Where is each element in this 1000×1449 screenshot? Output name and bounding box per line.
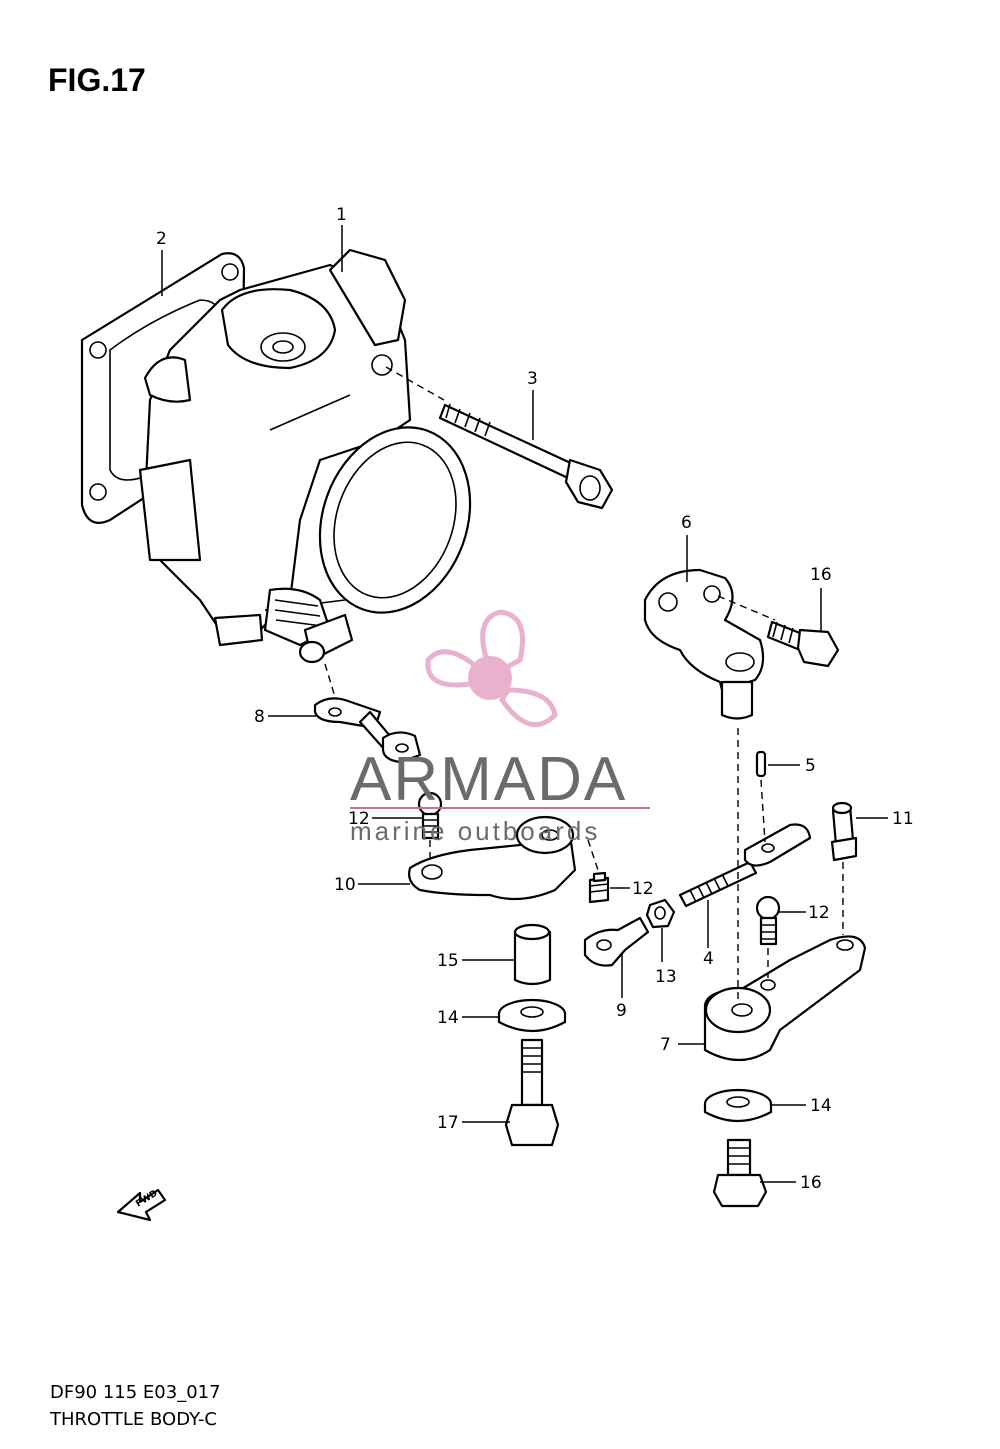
callout-number: 5 <box>805 756 816 776</box>
callout-number: 1 <box>336 205 347 225</box>
lever-part <box>703 935 867 1061</box>
callout-3: 3 <box>527 369 538 440</box>
forward-arrow-icon: FWD <box>116 1189 167 1222</box>
callout-12-left: 12 <box>348 809 422 829</box>
callout-2: 2 <box>156 229 167 296</box>
callout-number: 8 <box>254 707 265 727</box>
bracket-bolt-part <box>766 620 840 668</box>
callout-number: 12 <box>348 809 370 829</box>
link-rod-part <box>313 697 422 764</box>
callout-number: 6 <box>681 513 692 533</box>
throttle-lever-part <box>408 815 577 901</box>
figure-title: FIG.17 <box>48 62 146 98</box>
callout-number: 9 <box>616 1001 627 1021</box>
callout-7: 7 <box>660 1035 705 1055</box>
callout-number: 14 <box>810 1096 832 1116</box>
washer-part-left <box>497 998 567 1032</box>
callout-17: 17 <box>437 1113 510 1133</box>
callout-number: 15 <box>437 951 459 971</box>
callout-number: 16 <box>800 1173 822 1193</box>
long-bolt-part <box>438 403 614 510</box>
callout-16-top: 16 <box>810 565 832 632</box>
rod-end-part <box>583 916 650 967</box>
callout-number: 2 <box>156 229 167 249</box>
watermark-tagline: marine outboards <box>350 816 600 846</box>
callout-16-bottom: 16 <box>760 1173 822 1193</box>
callout-6: 6 <box>681 513 692 582</box>
threaded-rod-part <box>678 823 812 908</box>
stud-part <box>830 801 858 862</box>
washer-part-right <box>703 1088 773 1122</box>
callouts: 1 2 3 6 16 8 5 11 <box>156 205 914 1193</box>
callout-4: 4 <box>703 900 714 969</box>
lever-bolt-part <box>712 1138 768 1208</box>
callout-11: 11 <box>856 809 914 829</box>
callout-9: 9 <box>616 954 627 1021</box>
ball-joint-part-mid <box>588 871 610 904</box>
watermark-brand: ARMADA <box>350 745 627 814</box>
callout-number: 13 <box>655 967 677 987</box>
callout-number: 14 <box>437 1008 459 1028</box>
ball-joint-part-left <box>417 791 443 840</box>
callout-number: 12 <box>808 903 830 923</box>
callout-15: 15 <box>437 951 514 971</box>
nut-part <box>645 898 676 929</box>
callout-number: 11 <box>892 809 914 829</box>
ball-joint-part-right <box>755 895 781 946</box>
callout-number: 7 <box>660 1035 671 1055</box>
pin-part <box>755 750 767 778</box>
armada-logo <box>425 609 558 727</box>
flange-bolt-part <box>504 1038 560 1147</box>
callout-13: 13 <box>655 928 677 987</box>
callout-number: 12 <box>632 879 654 899</box>
callout-10: 10 <box>334 875 410 895</box>
callout-number: 17 <box>437 1113 459 1133</box>
throttle-body-part <box>138 248 472 664</box>
callout-number: 3 <box>527 369 538 389</box>
callout-8: 8 <box>254 707 316 727</box>
watermark-divider <box>350 807 650 809</box>
callout-number: 16 <box>810 565 832 585</box>
callout-12-mid: 12 <box>610 879 654 899</box>
callout-number: 4 <box>703 949 714 969</box>
collar-part <box>513 923 552 986</box>
diagram-code: DF90 115 E03_017 <box>50 1382 221 1403</box>
callout-1: 1 <box>336 205 347 272</box>
callout-14-left: 14 <box>437 1008 500 1028</box>
callout-number: 10 <box>334 875 356 895</box>
callout-12-right: 12 <box>778 903 830 923</box>
callout-5: 5 <box>768 756 816 776</box>
callout-14-right: 14 <box>771 1096 832 1116</box>
bracket-part <box>643 568 765 720</box>
diagram-name: THROTTLE BODY-C <box>50 1409 218 1430</box>
